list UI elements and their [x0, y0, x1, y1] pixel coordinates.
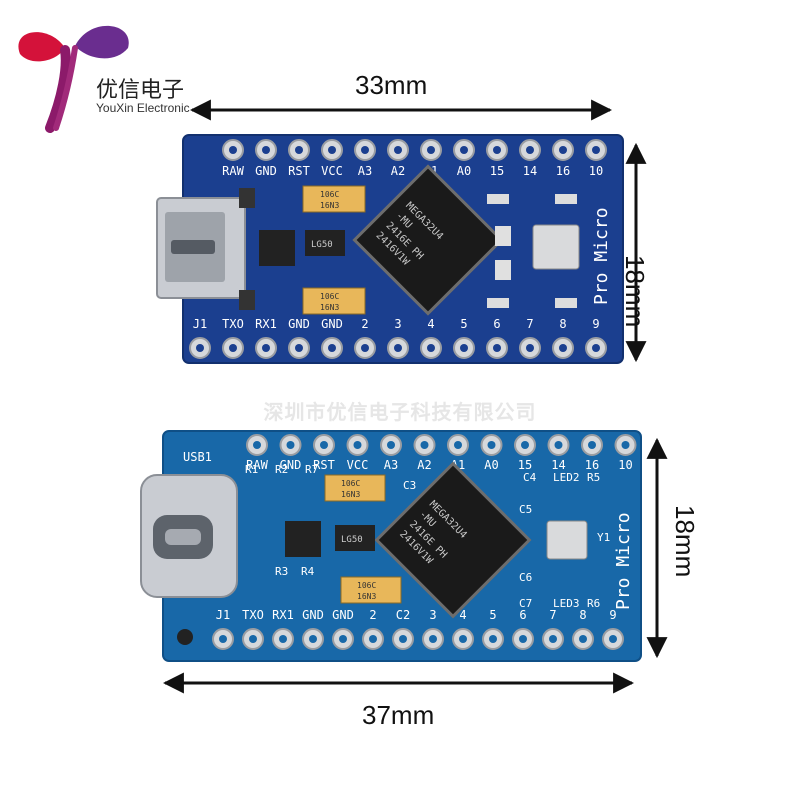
- board1-cap-top: [302, 185, 366, 213]
- board1-bottom-pin-label: 4: [427, 317, 434, 331]
- board1-top-pin-label: A0: [457, 164, 471, 178]
- board2-cap-bottom: [340, 576, 402, 604]
- board2-part-label: C6: [519, 571, 532, 584]
- board2-top-pin-label: VCC: [347, 458, 369, 472]
- board2-part-label: R3: [275, 565, 288, 578]
- svg-text:LG50: LG50: [341, 535, 363, 545]
- board1-atmega32u4-chip: MEGA32U4 -MU 2416E PH 2416V1W: [352, 164, 504, 316]
- svg-text:106C: 106C: [341, 479, 360, 488]
- board2-crystal: [546, 520, 588, 560]
- board2-atmega32u4-chip: MEGA32U4 -MU 2416E PH 2416V1W: [374, 461, 532, 619]
- svg-text:16N3: 16N3: [341, 490, 360, 499]
- board2-part-label: R1: [245, 463, 258, 476]
- board2-top-pin-label: 10: [618, 458, 632, 472]
- board2-height-label: 18mm: [670, 505, 700, 578]
- board2-bottom-pin-label: J1: [216, 608, 230, 622]
- board2-top-pin-label: RAW: [246, 458, 268, 472]
- board2-part-label: R5: [587, 471, 600, 484]
- board1-bottom-pin-label: GND: [321, 317, 343, 331]
- board2-part-label: LED2: [553, 471, 580, 484]
- board2-part-label: C3: [403, 479, 416, 492]
- board2-width-label: 37mm: [362, 700, 435, 730]
- svg-text:Pro Micro: Pro Micro: [613, 512, 634, 610]
- board2-bottom-pin-label: 5: [489, 608, 496, 622]
- svg-text:16N3: 16N3: [320, 303, 339, 312]
- board1-top-pin-label: 10: [589, 164, 603, 178]
- board1-bottom-pin-label: GND: [288, 317, 310, 331]
- board2-bottom-pin-label: 2: [369, 608, 376, 622]
- board2-part-label: R4: [301, 565, 315, 578]
- svg-text:LG50: LG50: [311, 240, 333, 250]
- board1-bottom-pin-label: 6: [493, 317, 500, 331]
- board1-regulator: [305, 230, 345, 256]
- board2-bottom-pin-label: GND: [302, 608, 324, 622]
- svg-text:16N3: 16N3: [320, 201, 339, 210]
- board1-bottom-pin-label: 9: [592, 317, 599, 331]
- board2-part-label: R6: [587, 597, 600, 610]
- board2-top-pin-label: 15: [518, 458, 532, 472]
- board1-top-pin-label: VCC: [321, 164, 343, 178]
- svg-text:106C: 106C: [320, 190, 339, 199]
- board2-cap-top: [324, 474, 386, 502]
- board2-top-pin-label: 16: [585, 458, 599, 472]
- svg-text:USB1: USB1: [183, 450, 212, 464]
- board1-bottom-pin-label: J1: [193, 317, 207, 331]
- board2-top-pin-label: A0: [484, 458, 498, 472]
- board1-top-pin-label: A2: [391, 164, 405, 178]
- board2-part-label: R2: [275, 463, 288, 476]
- board1-bottom-pin-label: RX1: [255, 317, 277, 331]
- svg-text:106C: 106C: [357, 581, 376, 590]
- board1-top-pin-label: 15: [490, 164, 504, 178]
- board1-top-pin-label: GND: [255, 164, 277, 178]
- board1-bottom-pin-label: 5: [460, 317, 467, 331]
- board2-part-label: C4: [523, 471, 537, 484]
- board2-bottom-pin-label: 6: [519, 608, 526, 622]
- board1-cap-bottom: [302, 287, 366, 315]
- board2-part-label: R7: [305, 463, 318, 476]
- board2-bottom-pin-label: 7: [549, 608, 556, 622]
- svg-text:106C: 106C: [320, 292, 339, 301]
- board2-bottom-pin-label: C2: [396, 608, 410, 622]
- board1-top-pin-label: 14: [523, 164, 537, 178]
- board2-top-pin-label: RST: [313, 458, 335, 472]
- board2-bottom-pin-label: 4: [459, 608, 466, 622]
- board1-crystal: [532, 224, 580, 270]
- board2-bottom-pin-label: 9: [609, 608, 616, 622]
- board2-bottom-pin-label: 8: [579, 608, 586, 622]
- board2-bottom-pin-label: 3: [429, 608, 436, 622]
- youxin-logo-icon: [18, 25, 129, 133]
- watermark-text: 深圳市优信电子科技有限公司: [263, 400, 537, 424]
- svg-text:Pro Micro: Pro Micro: [591, 207, 612, 305]
- board2-top-pin-label: A2: [417, 458, 431, 472]
- board1-top-pin-label: RAW: [222, 164, 244, 178]
- board1-bottom-pin-label: 7: [526, 317, 533, 331]
- board1-top-pin-label: RST: [288, 164, 310, 178]
- board2-part-label: Y1: [597, 531, 610, 544]
- brand-name-cn: 优信电子: [96, 78, 185, 103]
- board1-width-label: 33mm: [355, 70, 428, 100]
- brand-name-en: YouXin Electronic: [96, 101, 190, 115]
- board1-bottom-pin-label: 3: [394, 317, 401, 331]
- board2-bottom-pin-label: GND: [332, 608, 354, 622]
- board1-diode: [259, 230, 295, 266]
- board2-top-pin-label: 14: [551, 458, 565, 472]
- board1-bottom-pin-label: 2: [361, 317, 368, 331]
- board2-part-label: C5: [519, 503, 532, 516]
- svg-text:16N3: 16N3: [357, 592, 376, 601]
- board2-part-label: LED3: [553, 597, 580, 610]
- board2-top-pin-label: A3: [384, 458, 398, 472]
- board2-top-pin-label: GND: [280, 458, 302, 472]
- board2-bottom-pin-label: TXO: [242, 608, 264, 622]
- board2-part-label: C7: [519, 597, 532, 610]
- board1-bottom-pin-label: 8: [559, 317, 566, 331]
- board1-top-pin-label: 16: [556, 164, 570, 178]
- board1-bottom-pin-label: TXO: [222, 317, 244, 331]
- board2-regulator: [335, 525, 375, 551]
- board1-top-pin-label: A3: [358, 164, 372, 178]
- board2-bottom-pin-label: RX1: [272, 608, 294, 622]
